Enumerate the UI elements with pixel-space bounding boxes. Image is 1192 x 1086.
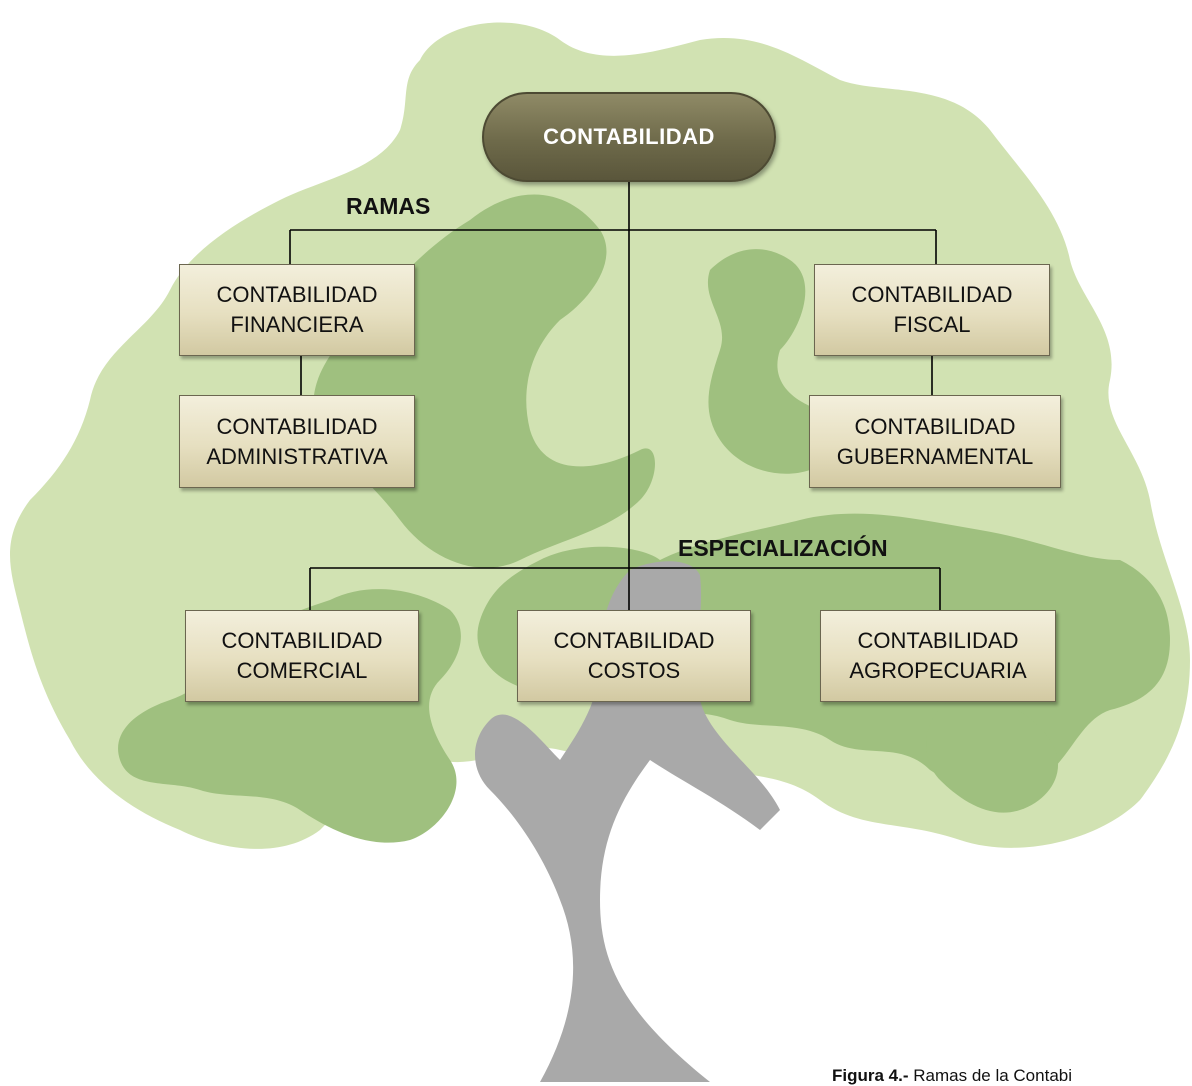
root-node-label: CONTABILIDAD [543, 124, 715, 149]
node-line-2: COMERCIAL [236, 658, 368, 683]
ramas-label: RAMAS [346, 193, 431, 219]
node-line-1: CONTABILIDAD [851, 282, 1013, 307]
root-node: CONTABILIDAD [482, 92, 776, 182]
node-contabilidad-costos: CONTABILIDAD COSTOS [517, 610, 751, 702]
node-contabilidad-fiscal: CONTABILIDAD FISCAL [814, 264, 1050, 356]
node-line-1: CONTABILIDAD [216, 282, 378, 307]
figure-caption-label: Figura 4.- [832, 1066, 909, 1085]
node-line-1: CONTABILIDAD [854, 413, 1016, 439]
node-line-1: CONTABILIDAD [221, 628, 383, 653]
node-contabilidad-comercial: CONTABILIDAD COMERCIAL [185, 610, 419, 702]
figure-caption: Figura 4.- Ramas de la Contabi [832, 1066, 1192, 1086]
node-line-2: FISCAL [893, 312, 971, 337]
especializacion-label: ESPECIALIZACIÓN [678, 535, 888, 561]
node-line-1: CONTABILIDAD [216, 413, 378, 439]
node-contabilidad-agropecuaria: CONTABILIDAD AGROPECUARIA [820, 610, 1056, 702]
node-contabilidad-gubernamental: CONTABILIDAD GUBERNAMENTAL [809, 395, 1061, 488]
node-contabilidad-administrativa: CONTABILIDAD ADMINISTRATIVA [179, 395, 415, 488]
foliage-dark-shape [926, 697, 1059, 813]
connector-lines [289, 182, 941, 610]
foliage-dark-shape [707, 249, 839, 474]
node-line-1: CONTABILIDAD [553, 628, 715, 653]
node-line-2: COSTOS [587, 658, 681, 683]
node-line-2: GUBERNAMENTAL [836, 443, 1034, 469]
node-line-2: FINANCIERA [230, 312, 364, 337]
node-line-1: CONTABILIDAD [857, 628, 1019, 653]
node-contabilidad-financiera: CONTABILIDAD FINANCIERA [179, 264, 415, 356]
node-line-2: AGROPECUARIA [849, 658, 1027, 683]
figure-caption-text: Ramas de la Contabi [913, 1066, 1073, 1085]
node-line-2: ADMINISTRATIVA [206, 443, 388, 469]
